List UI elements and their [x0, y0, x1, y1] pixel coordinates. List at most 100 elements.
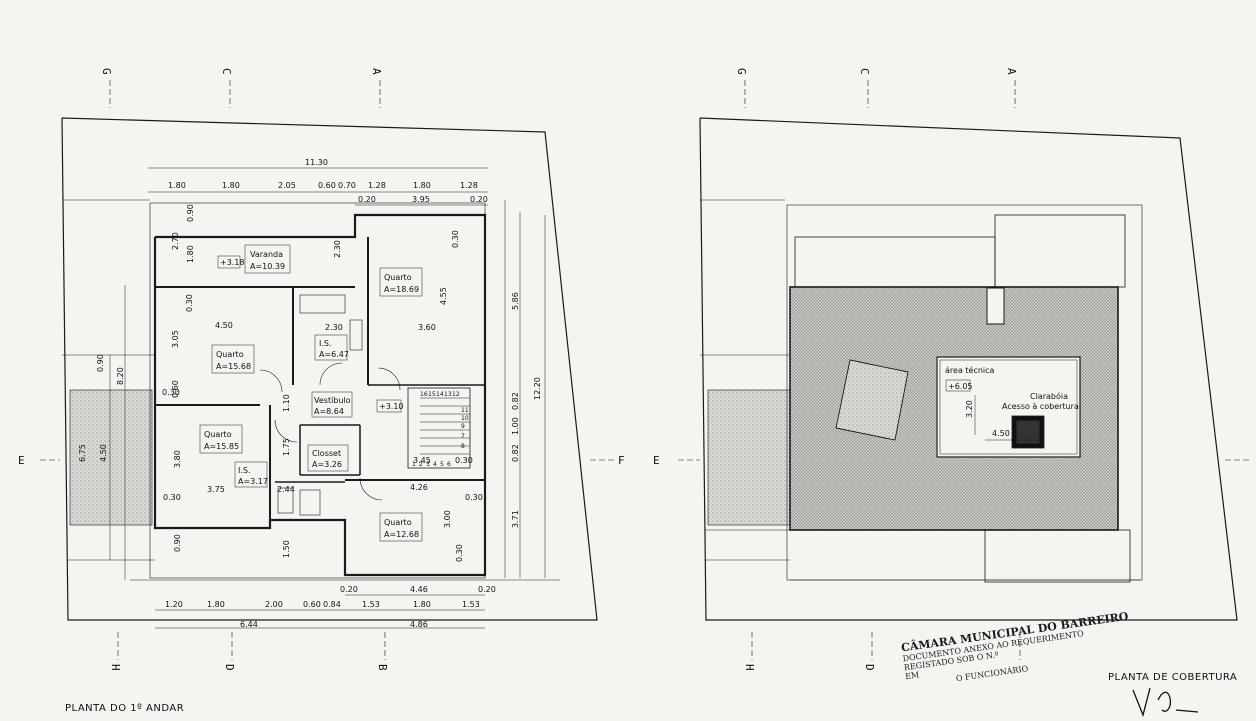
dim-label: 1.50: [282, 540, 291, 558]
step-number: 2: [419, 461, 423, 468]
roof-access-label: Acesso à cobertura: [1002, 402, 1079, 411]
step-number: 16: [420, 391, 428, 398]
room-name: Varanda: [250, 250, 283, 259]
room-area: A=18.69: [384, 285, 419, 294]
dim-label: 0.30: [451, 230, 460, 248]
room-area: A=3.26: [312, 460, 342, 469]
step-number: 8: [461, 443, 465, 450]
step-number: 13: [444, 391, 452, 398]
dim-label: 0.84: [323, 600, 341, 609]
dim-label: 1.10: [282, 394, 291, 412]
step-number: 5: [440, 461, 444, 468]
room-area: A=15.85: [204, 442, 239, 451]
dim-label: 3.71: [511, 510, 520, 528]
dim-label: 1.80: [222, 181, 240, 190]
stair-dim: 3.45: [413, 456, 431, 465]
axis-c-label: C: [220, 68, 233, 75]
axis-a-label: A: [1005, 68, 1018, 75]
dim-label: 2.44: [277, 485, 295, 494]
right-plan-axis-labels: G C A E H D: [653, 68, 1018, 671]
step-number: 6: [447, 461, 451, 468]
dim-label: 3.05: [171, 330, 180, 348]
axis-h-label: H: [743, 664, 756, 671]
dim-label: 2.05: [278, 181, 296, 190]
room-area: A=10.39: [250, 262, 285, 271]
dim-label: 4.50: [215, 321, 233, 330]
room-name: Quarto: [216, 350, 244, 359]
axis-e-label: E: [653, 454, 660, 467]
left-plan-dimensions-top: 11.30 1.80 1.80 2.05 0.60 0.70 1.28 1.80…: [168, 158, 488, 204]
dim-label: 3.60: [418, 323, 436, 332]
axis-b-label: B: [376, 664, 389, 671]
dim-label: 0.82: [511, 392, 520, 410]
dim-label: 1.80: [207, 600, 225, 609]
dim-label: 4.55: [439, 287, 448, 305]
dim-label: 0.30: [185, 294, 194, 312]
dim-label: 2.30: [325, 323, 343, 332]
dim-label: 1.53: [362, 600, 380, 609]
dim-label: 4.50: [99, 444, 108, 462]
dim-label: 4.86: [410, 620, 428, 629]
dim-label: 1.75: [282, 438, 291, 456]
dim-label: 0.60: [171, 380, 180, 398]
dim-label: 0.60: [303, 600, 321, 609]
step-number: 3: [426, 461, 430, 468]
dim-label: 6.44: [240, 620, 258, 629]
dim-label: 3.80: [173, 450, 182, 468]
room-name: I.S.: [319, 339, 332, 348]
room-name: Closset: [312, 449, 341, 458]
dim-label: 6.75: [78, 444, 87, 462]
room-area: A=3.17: [238, 477, 268, 486]
skylight-label: Clarabóia: [1030, 391, 1068, 401]
dim-label: 0.90: [173, 534, 182, 552]
roof-plan-title: PLANTA DE COBERTURA: [1108, 672, 1238, 683]
dim-label: 3.75: [207, 485, 225, 494]
technical-area-label: área técnica: [945, 365, 995, 375]
roof-level-mark: +6.05: [948, 382, 973, 391]
axis-e-label: E: [18, 454, 25, 467]
dim-label: 0.90: [96, 354, 105, 372]
dim-label: 1.28: [368, 181, 386, 190]
stair-step-numbers: 16 15 14 13 12 11 10 9 1 2 3 4 5 6 7 8: [412, 391, 469, 468]
dim-label: 0.30: [455, 544, 464, 562]
step-number: 1: [412, 461, 416, 468]
dim-label: 4.46: [410, 585, 428, 594]
step-number: 7: [461, 433, 465, 440]
dim-label: 0.30: [162, 388, 180, 397]
dim-label: 1.53: [462, 600, 480, 609]
step-number: 14: [436, 391, 444, 398]
dim-label: 0.30: [465, 493, 483, 502]
dim-label: 3.20: [965, 400, 974, 418]
dim-label: 0.20: [478, 585, 496, 594]
signature-icon: [1132, 687, 1199, 718]
axis-g-label: G: [100, 68, 113, 75]
dim-label: 0.82: [511, 444, 520, 462]
left-plan-dimensions-inner: 0.90 2.70 1.80 2.30 0.30 4.55 5.86 0.30 …: [78, 204, 542, 562]
dim-label: 0.20: [358, 195, 376, 204]
dim-label: 1.20: [165, 600, 183, 609]
room-name: I.S.: [238, 466, 251, 475]
room-area: A=12.68: [384, 530, 419, 539]
step-number: 10: [461, 415, 469, 422]
room-area: A=6.47: [319, 350, 349, 359]
axis-h-label: H: [109, 664, 122, 671]
axis-a-label: A: [370, 68, 383, 75]
step-number: 4: [433, 461, 437, 468]
axis-d-label: D: [223, 664, 236, 671]
dim-label: 1.80: [413, 600, 431, 609]
dim-label: 0.20: [470, 195, 488, 204]
room-area: A=15.68: [216, 362, 251, 371]
dim-label: 3.00: [443, 510, 452, 528]
dim-label: 2.00: [265, 600, 283, 609]
left-plan-room-labels: Varanda A=10.39 Quarto A=18.69 I.S. A=6.…: [204, 250, 431, 539]
step-number: 9: [461, 423, 465, 430]
first-floor-plan-title: PLANTA DO 1º ANDAR: [65, 703, 185, 714]
dim-label: 4.50: [992, 429, 1010, 438]
left-plan-dimensions-bottom: 1.20 1.80 2.00 0.60 0.84 1.53 1.80 1.53 …: [165, 585, 496, 629]
axis-g-label: G: [735, 68, 748, 75]
dim-label: 5.86: [511, 292, 520, 310]
step-number: 11: [461, 407, 469, 414]
dim-label: 12.20: [533, 377, 542, 400]
left-plan-rooms: [199, 244, 423, 542]
